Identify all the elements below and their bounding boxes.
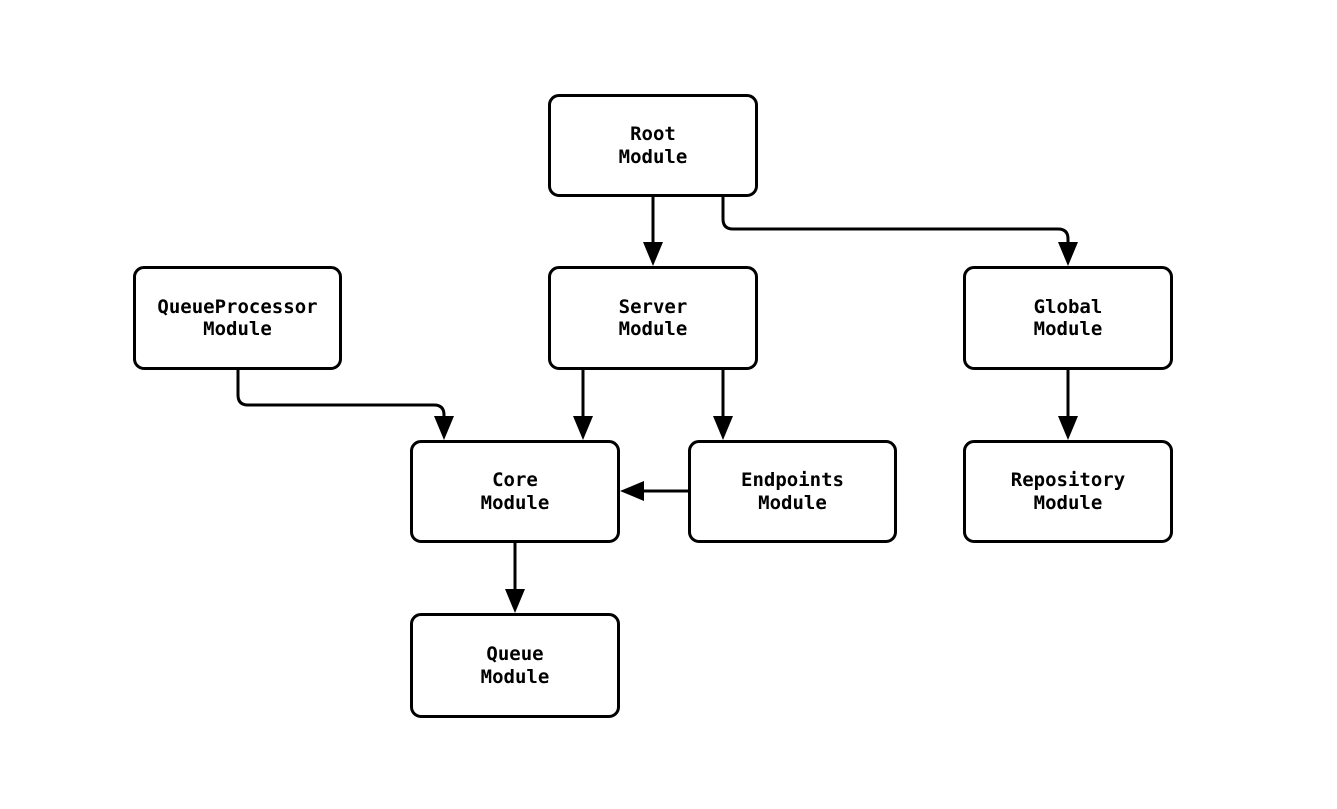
node-label-queueprocessor: QueueProcessor Module	[157, 295, 318, 340]
node-endpoints[interactable]: Endpoints Module	[688, 440, 897, 543]
node-repository[interactable]: Repository Module	[963, 440, 1173, 543]
arrowhead-root-to-global	[1058, 242, 1078, 266]
edge-queueprocessor-to-core	[236, 370, 446, 417]
arrowhead-global-to-repository	[1058, 416, 1078, 440]
node-core[interactable]: Core Module	[410, 440, 620, 543]
node-label-global: Global Module	[1033, 295, 1103, 340]
node-queue[interactable]: Queue Module	[410, 613, 620, 718]
arrowhead-endpoints-to-core	[620, 481, 644, 501]
node-label-server: Server Module	[618, 295, 688, 340]
arrowhead-root-to-server	[643, 242, 663, 266]
arrowhead-server-to-core	[573, 416, 593, 440]
arrowhead-server-to-endpoints	[713, 416, 733, 440]
arrowhead-queueprocessor-to-core	[434, 416, 454, 440]
node-root[interactable]: Root Module	[548, 94, 758, 197]
node-label-core: Core Module	[480, 469, 550, 514]
node-global[interactable]: Global Module	[963, 266, 1173, 370]
node-label-queue: Queue Module	[480, 643, 550, 688]
edge-root-to-global	[721, 197, 1070, 242]
arrowhead-core-to-queue	[505, 589, 525, 613]
node-label-endpoints: Endpoints Module	[741, 469, 844, 514]
node-label-repository: Repository Module	[1010, 469, 1126, 514]
node-server[interactable]: Server Module	[548, 266, 758, 370]
node-label-root: Root Module	[618, 123, 688, 168]
node-queueprocessor[interactable]: QueueProcessor Module	[133, 266, 342, 370]
